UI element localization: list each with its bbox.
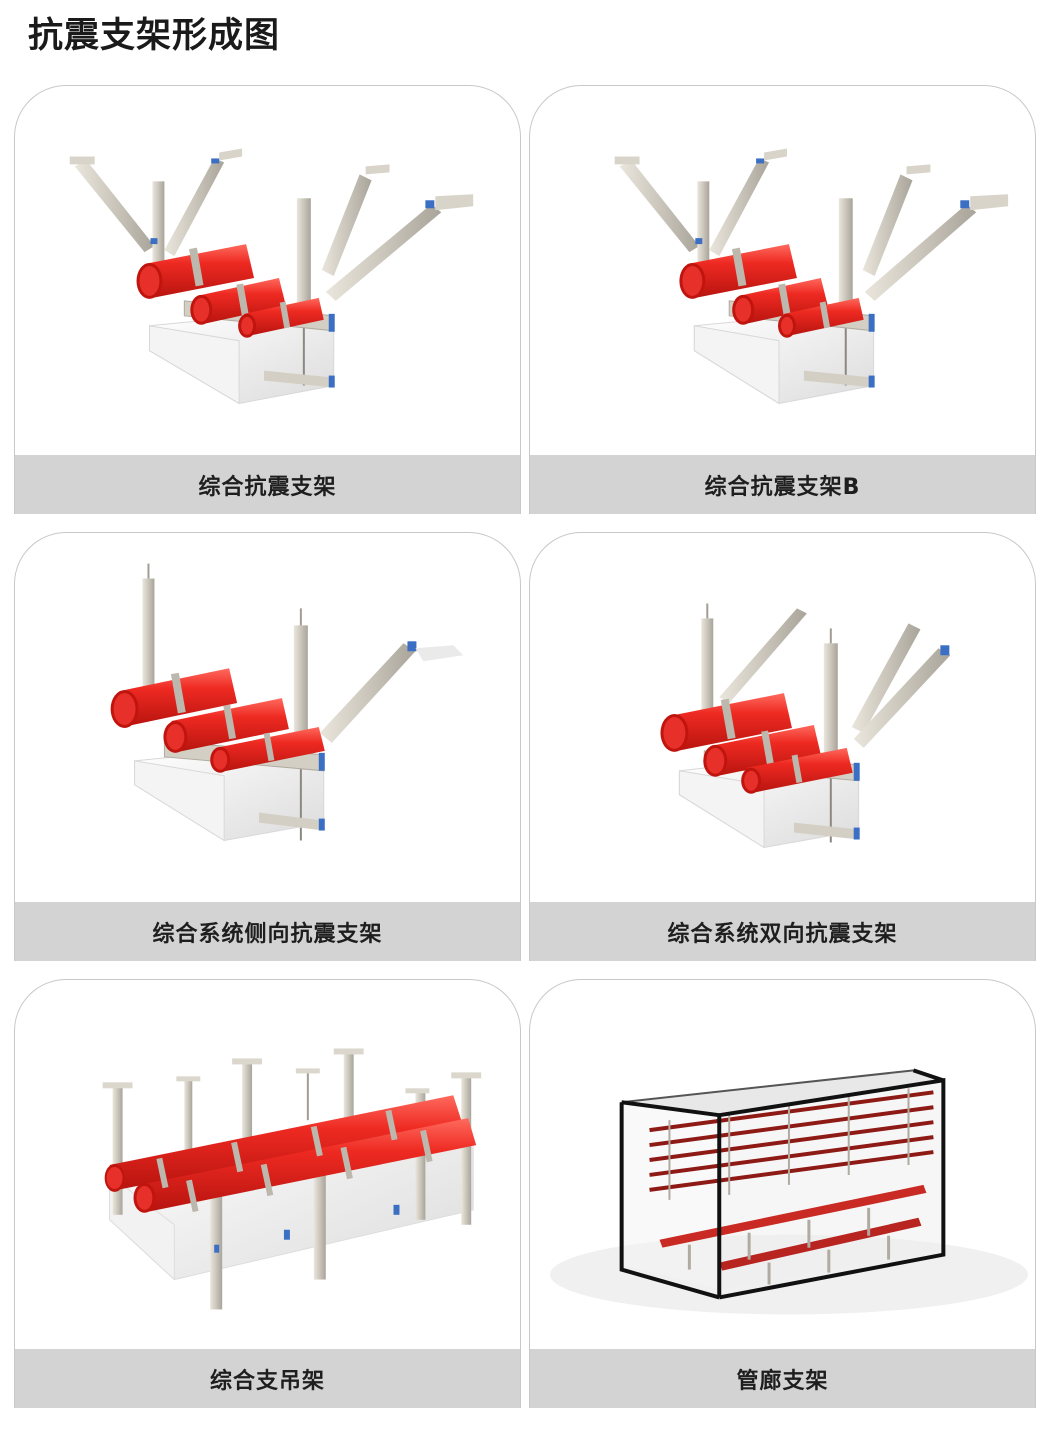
pipe-gallery-bracket-illustration (549, 1068, 1029, 1315)
seismic-bracket-b-illustration (614, 148, 1009, 405)
label-bar: 综合抗震支架B (530, 455, 1035, 514)
card-support-hanger: 综合支吊架 (14, 979, 521, 1408)
label-bar: 综合系统双向抗震支架 (530, 902, 1035, 961)
card-seismic-bracket: 综合抗震支架 (14, 85, 521, 514)
card-label: 综合支吊架 (209, 1368, 325, 1394)
label-bar: 综合系统侧向抗震支架 (15, 902, 520, 961)
support-hanger-illustration (102, 1048, 482, 1310)
label-bar: 管廊支架 (530, 1349, 1035, 1408)
lateral-seismic-bracket-illustration (110, 563, 464, 842)
card-label: 综合抗震支架B (704, 474, 861, 500)
label-bar: 综合抗震支架 (15, 455, 520, 514)
card-label: 综合系统双向抗震支架 (667, 921, 898, 947)
card-seismic-bracket-b: 综合抗震支架B (529, 85, 1036, 514)
seismic-bracket-illustration (69, 148, 474, 405)
card-bidirectional-seismic-bracket: 综合系统双向抗震支架 (529, 532, 1036, 961)
card-label: 管廊支架 (736, 1368, 829, 1394)
bidirectional-seismic-bracket-illustration (660, 603, 951, 849)
card-label: 综合系统侧向抗震支架 (152, 921, 383, 947)
card-pipe-gallery-bracket: 管廊支架 (529, 979, 1036, 1408)
page-title: 抗震支架形成图 (28, 16, 281, 56)
label-bar: 综合支吊架 (15, 1349, 520, 1408)
card-lateral-seismic-bracket: 综合系统侧向抗震支架 (14, 532, 521, 961)
card-label: 综合抗震支架 (198, 474, 337, 500)
